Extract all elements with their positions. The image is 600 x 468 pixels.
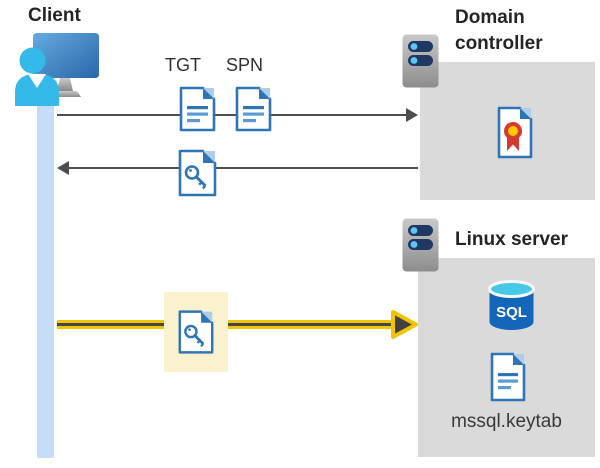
keytab-arrow-core [57, 323, 402, 326]
request-arrow-head-icon [406, 108, 418, 122]
sql-database-icon: SQL [487, 280, 536, 332]
tgt-label: TGT [165, 55, 201, 75]
linux-server-label: Linux server [455, 229, 568, 250]
client-label: Client [28, 5, 81, 26]
reply-arrow-line [68, 167, 418, 169]
spn-label: SPN [226, 55, 264, 75]
request-arrow-line [57, 114, 407, 116]
tgt-document-icon [178, 86, 217, 132]
key-ticket-icon [177, 149, 218, 197]
keytab-arrow-head-icon [390, 308, 420, 341]
domain-controller-label: Domain controller [455, 7, 543, 54]
highlighted-key-ticket-icon [177, 307, 215, 357]
linux-server-icon [402, 218, 439, 272]
sql-icon-text: SQL [496, 304, 527, 321]
keytab-document-icon [489, 352, 527, 402]
keytab-label: mssql.keytab [451, 411, 562, 432]
spn-document-icon [234, 86, 273, 132]
client-lifeline [37, 84, 54, 458]
certificate-icon [496, 106, 534, 159]
domain-controller-server-icon [402, 34, 439, 88]
reply-arrow-head-icon [57, 161, 69, 175]
client-icon [14, 30, 104, 106]
